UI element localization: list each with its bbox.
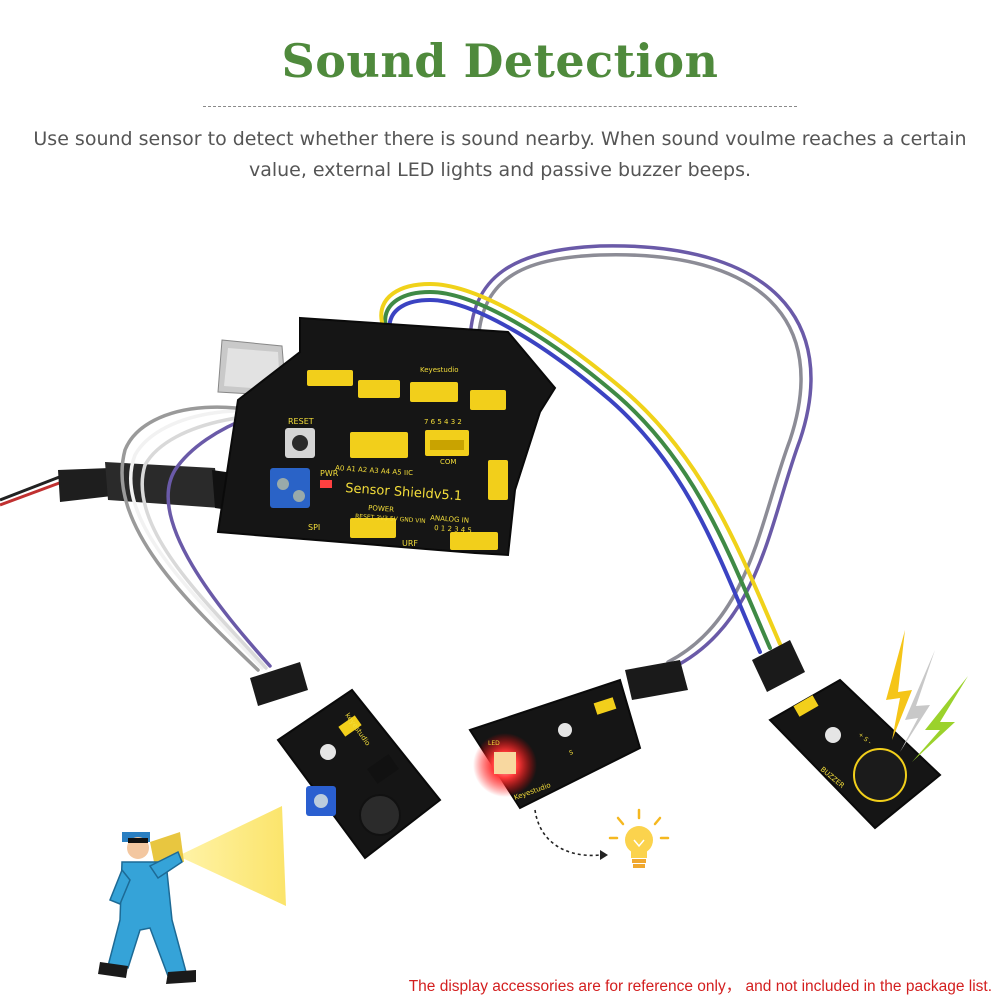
- dashed-arrow-icon: [534, 809, 608, 860]
- power-led: [320, 480, 332, 488]
- page-description: Use sound sensor to detect whether there…: [33, 128, 967, 181]
- terminal-block: [270, 468, 310, 508]
- board-power-label: POWER: [368, 504, 395, 514]
- board-iic-label: IIC: [404, 469, 413, 477]
- buzzer-module: BUZZER + S -: [752, 640, 942, 830]
- board-spi-label: SPI: [308, 523, 320, 532]
- microphone: [359, 794, 401, 836]
- board-brand: Keyestudio: [420, 366, 459, 374]
- page-title: Sound Detection: [281, 34, 719, 88]
- led-label: LED: [488, 740, 500, 747]
- sensor-shield-board: Sensor Shieldv5.1 RESET PWR A0 A1 A2 A3 …: [216, 316, 557, 557]
- led-pin-label: S: [568, 749, 574, 757]
- board-pin-numbers: 7 6 5 4 3 2: [424, 418, 462, 426]
- board-com-label: COM: [440, 458, 456, 466]
- board-urf-label: URF: [402, 539, 418, 548]
- lightbulb-icon: [608, 808, 670, 868]
- board-reset-label: RESET: [288, 417, 314, 426]
- passive-buzzer: [853, 748, 907, 802]
- title-divider: [203, 106, 797, 107]
- person-with-megaphone-icon: [98, 806, 286, 984]
- sound-beam: [178, 806, 286, 906]
- board-pwr-label: PWR: [320, 469, 339, 478]
- buzzer-wires: [379, 281, 782, 654]
- board-analog-in-label: ANALOG IN: [430, 514, 469, 525]
- board-analog-nums-label: 0 1 2 3 4 5: [434, 524, 472, 535]
- sound-sensor-module: keyestudio: [250, 662, 442, 860]
- led-wires: [468, 244, 813, 670]
- lightning-bolt-icon: [886, 630, 968, 762]
- board-power-pins-label: RESET 3V3 5V GND VIN: [355, 513, 426, 525]
- disclaimer-note: The display accessories are for referenc…: [408, 978, 992, 995]
- led-module: LED Keyestudio S: [468, 660, 688, 810]
